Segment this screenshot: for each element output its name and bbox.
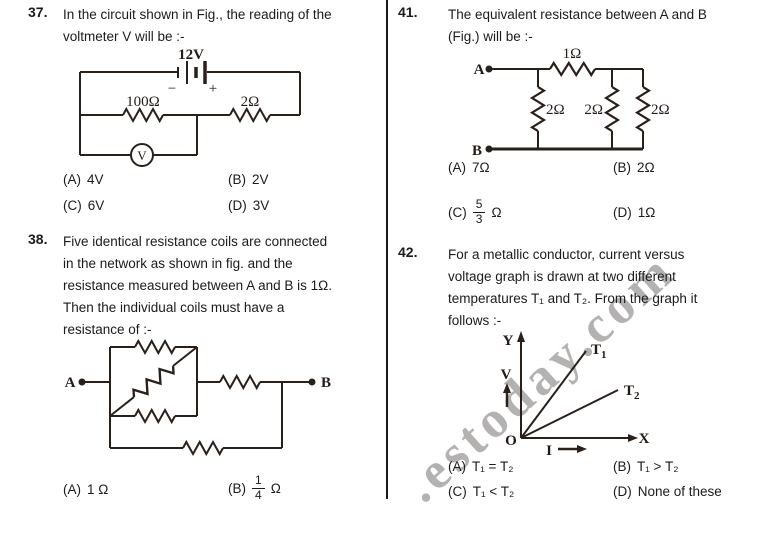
resistor-2ohm-right-label: 2Ω (651, 102, 670, 118)
battery-minus-label: − (168, 81, 176, 97)
question-37-line-2: voltmeter V will be :- (63, 29, 185, 44)
option-41-d: (D)1Ω (613, 205, 656, 220)
axis-x-arrowhead (628, 434, 638, 442)
column-divider (386, 0, 388, 499)
question-number-37: 37. (28, 4, 48, 20)
option-41-b: (B)2Ω (613, 160, 655, 175)
circuit-diagram-37: 12V − + 100Ω 2Ω V (79, 47, 301, 167)
resistor-bypass (182, 441, 224, 455)
question-number-38: 38. (28, 231, 48, 247)
option-42-c: (C)T₁ < T₂ (448, 484, 515, 499)
resistor-diagonal (129, 360, 178, 403)
node-a-terminal (485, 65, 493, 73)
question-42-line-3: temperatures T₁ and T₂. From the graph i… (448, 291, 698, 306)
voltmeter-label: V (137, 148, 147, 163)
line-t2 (520, 389, 619, 439)
voltage-arrowhead (503, 383, 511, 393)
node-a-terminal (78, 378, 86, 386)
line-t2-label: T2 (624, 383, 640, 402)
node-b-terminal (308, 378, 316, 386)
question-number-41: 41. (398, 4, 418, 20)
current-label: I (546, 443, 552, 459)
voltage-label: V (501, 367, 512, 383)
question-42-line-1: For a metallic conductor, current versus (448, 247, 685, 262)
resistor-1ohm-label: 1Ω (563, 46, 582, 62)
node-a-label: A (65, 375, 76, 391)
option-37-b: (B)2V (228, 172, 269, 187)
resistor-series (219, 375, 261, 389)
question-38-line-4: Then the individual coils must have a (63, 300, 285, 315)
question-38-line-3: resistance measured between A and B is 1… (63, 278, 332, 293)
node-b-label: B (472, 143, 482, 158)
resistor-2ohm-middle (604, 85, 620, 133)
question-42-line-2: voltage graph is drawn at two different (448, 269, 676, 284)
resistor-2ohm-left-label: 2Ω (546, 102, 565, 118)
node-a-label: A (474, 62, 485, 78)
question-38-line-1: Five identical resistance coils are conn… (63, 234, 328, 249)
option-37-d: (D)3V (228, 198, 270, 213)
line-t1-label: T1 (591, 342, 607, 361)
axis-x-label: X (639, 431, 650, 447)
resistor-2ohm-left (530, 85, 546, 133)
circuit-diagram-41: A 1Ω 2Ω 2Ω 2Ω B (472, 46, 670, 158)
wire (172, 346, 198, 367)
option-42-a: (A)T₁ = T₂ (448, 459, 514, 474)
question-41-line-2: (Fig.) will be :- (448, 29, 533, 44)
iv-graph-42: Y V X O I T1 T2 (501, 331, 650, 459)
resistor-1ohm (548, 61, 597, 77)
option-37-c: (C)6V (63, 198, 105, 213)
question-38-line-5: resistance of :- (63, 322, 152, 337)
question-paper-page: .estoday.com 37. In the circuit shown in… (28, 0, 722, 513)
axis-y-label: Y (503, 333, 514, 349)
option-38-a: (A)1 Ω (63, 481, 109, 497)
option-42-b: (B)T₁ > T₂ (613, 459, 679, 474)
battery-voltage-label: 12V (178, 47, 204, 63)
origin-label: O (505, 433, 517, 449)
wire (109, 396, 135, 417)
resistor-100ohm-label: 100Ω (126, 94, 160, 110)
question-38-line-2: in the network as shown in fig. and the (63, 256, 293, 271)
node-b-label: B (321, 375, 331, 391)
question-41-line-1: The equivalent resistance between A and … (448, 7, 707, 22)
question-number-42: 42. (398, 244, 418, 260)
axis-y-arrowhead (517, 331, 525, 342)
resistor-100ohm (122, 108, 164, 122)
resistor-top (134, 340, 176, 354)
option-37-a: (A)4V (63, 172, 104, 187)
option-41-a: (A)7Ω (448, 160, 490, 175)
resistor-2ohm-middle-label: 2Ω (584, 102, 603, 118)
line-t1 (520, 350, 587, 439)
question-42-line-4: follows :- (448, 313, 502, 328)
option-42-d: (D)None of these (613, 484, 722, 499)
question-37-line-1: In the circuit shown in Fig., the readin… (63, 7, 332, 22)
current-arrowhead (577, 445, 587, 453)
resistor-2ohm (229, 108, 271, 122)
resistor-bottom-side (134, 409, 176, 423)
resistor-2ohm-right (635, 85, 651, 133)
circuit-diagram-38: A B (65, 340, 331, 455)
battery-plus-label: + (209, 81, 217, 97)
resistor-2ohm-label: 2Ω (241, 94, 260, 110)
